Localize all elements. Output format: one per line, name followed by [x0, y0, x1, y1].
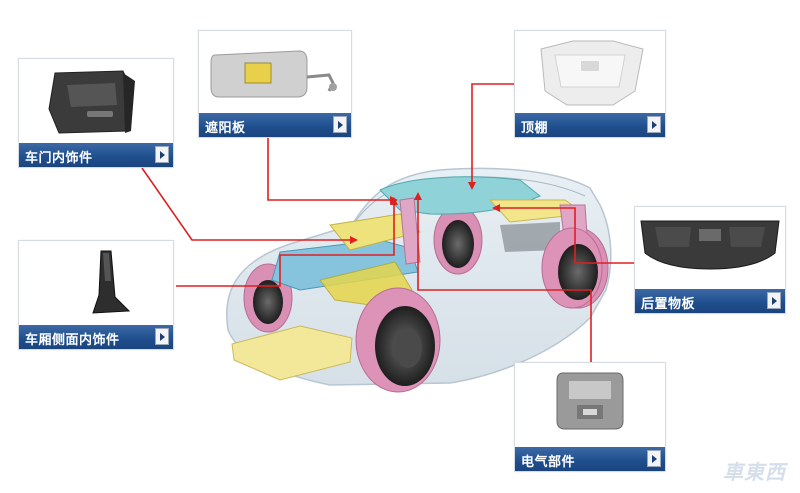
pillar-trim-arrow-icon[interactable] — [155, 328, 169, 345]
door-trim-label: 车门内饰件 — [25, 151, 93, 166]
pillar-trim-label-bar[interactable]: 车厢侧面内饰件 — [19, 325, 173, 349]
card-door-trim[interactable]: 车门内饰件 — [18, 58, 174, 168]
leader-lines — [141, 83, 636, 362]
watermark-logo: 車東西 — [723, 460, 786, 484]
headliner-label: 顶棚 — [521, 121, 549, 136]
b-pillar-trim — [399, 197, 421, 265]
card-pillar-trim[interactable]: 车厢侧面内饰件 — [18, 240, 174, 350]
front-floor-panel — [231, 325, 353, 381]
middle-far-wheel — [433, 205, 483, 275]
leader-sun-visor — [267, 137, 390, 201]
leader-electrical — [417, 200, 592, 362]
door-trim-arrow-icon[interactable] — [155, 146, 169, 163]
leader-arrowheads — [350, 182, 500, 244]
electrical-image — [556, 372, 624, 430]
headliner-arrow-icon[interactable] — [647, 116, 661, 133]
front-near-wheel — [355, 287, 441, 393]
door-trim-label-bar[interactable]: 车门内饰件 — [19, 143, 173, 167]
sun-visor-label: 遮阳板 — [205, 121, 246, 136]
pillar-trim-label: 车厢侧面内饰件 — [25, 333, 120, 348]
card-parcel-shelf[interactable]: 后置物板 — [634, 206, 786, 314]
leader-headliner — [471, 83, 518, 182]
parcel-shelf-arrow-icon[interactable] — [767, 292, 781, 309]
card-sun-visor[interactable]: 遮阳板 — [198, 30, 352, 138]
sun-visor-image — [210, 50, 337, 98]
leader-parcel-shelf — [500, 207, 636, 264]
leader-pillar-trim — [176, 205, 395, 287]
sun-visor-arrow-icon[interactable] — [333, 116, 347, 133]
sun-visor-thumbnail — [199, 31, 351, 113]
electrical-label: 电气部件 — [521, 455, 576, 470]
headliner-label-bar[interactable]: 顶棚 — [515, 113, 665, 137]
electrical-arrow-icon[interactable] — [647, 450, 661, 467]
parcel-shelf-image — [640, 220, 780, 270]
leader-door-trim — [141, 167, 350, 241]
card-electrical[interactable]: 电气部件 — [514, 362, 666, 472]
pillar-trim-thumbnail — [19, 241, 173, 325]
rear-trunk-interior — [500, 222, 560, 252]
parcel-shelf-label: 后置物板 — [641, 297, 696, 312]
sun-visor-label-bar[interactable]: 遮阳板 — [199, 113, 351, 137]
door-trim-thumbnail — [19, 59, 173, 143]
rear-near-wheel — [541, 227, 603, 309]
electrical-thumbnail — [515, 363, 665, 447]
door-trim-image — [48, 70, 135, 134]
card-headliner[interactable]: 顶棚 — [514, 30, 666, 138]
electrical-label-bar[interactable]: 电气部件 — [515, 447, 665, 471]
pillar-trim-image — [92, 250, 131, 314]
headliner-thumbnail — [515, 31, 665, 113]
parcel-shelf-label-bar[interactable]: 后置物板 — [635, 289, 785, 313]
parcel-shelf-thumbnail — [635, 207, 785, 289]
headliner-image — [540, 40, 644, 106]
